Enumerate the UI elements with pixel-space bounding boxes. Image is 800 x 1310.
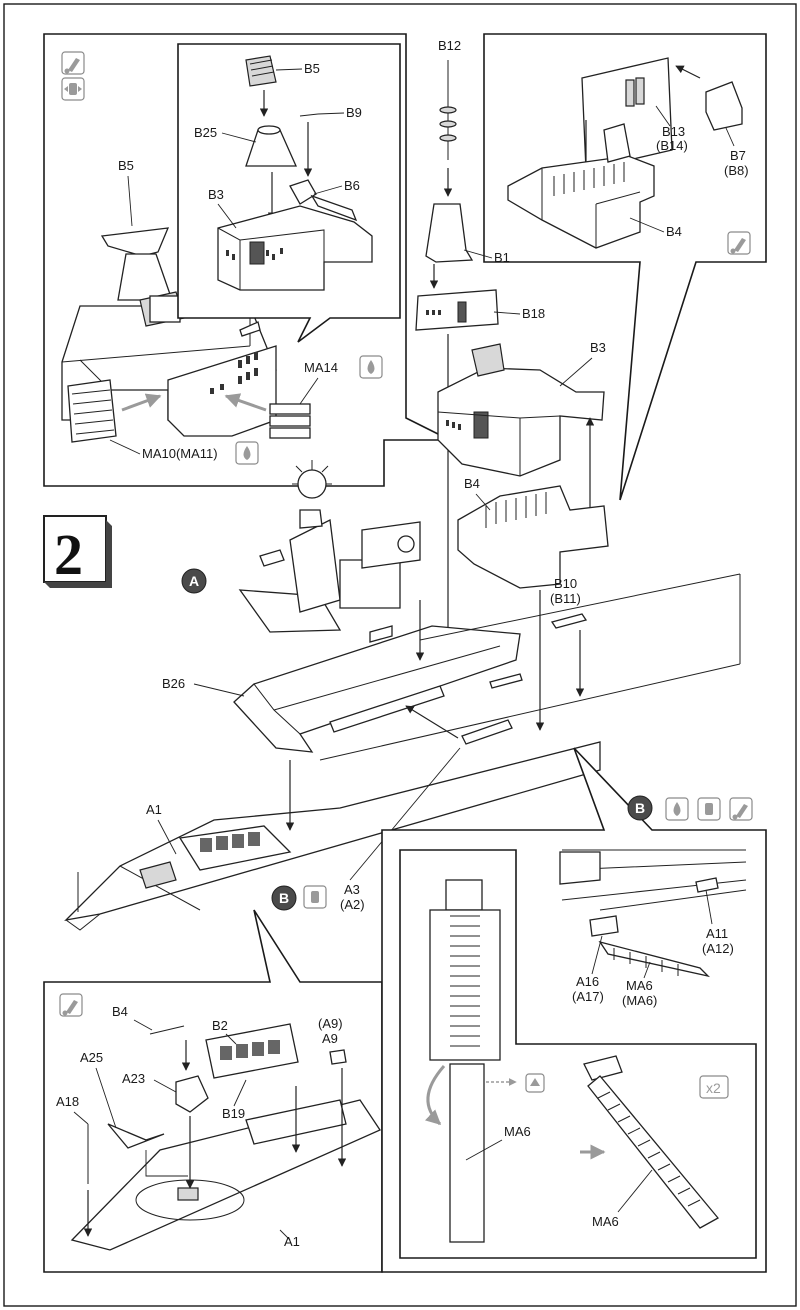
label-b19: B19 xyxy=(222,1106,245,1121)
marker-b-label-left: B xyxy=(279,890,289,906)
label-b3-center: B3 xyxy=(590,340,606,355)
part-labels: B5 B5 B25 B9 B6 B3 MA14 MA10(MA11) B12 B… xyxy=(56,38,749,1249)
label-b4-top: B4 xyxy=(666,224,682,239)
label-b5-top: B5 xyxy=(118,158,134,173)
label-ma6-fret: MA6 xyxy=(504,1124,531,1139)
glue-drop-icon xyxy=(665,797,689,821)
label-b3-inner: B3 xyxy=(208,187,224,202)
mast-assembly xyxy=(415,60,609,731)
ma14-plate-part xyxy=(269,403,311,439)
label-a17: (A17) xyxy=(572,989,604,1004)
label-a1-bottom: A1 xyxy=(284,1234,300,1249)
b26-hull-section xyxy=(233,573,741,761)
marker-b-circle-left: B xyxy=(271,885,297,911)
label-b7: B7 xyxy=(730,148,746,163)
label-ma14: MA14 xyxy=(304,360,338,375)
b3-superstructure-part xyxy=(437,343,605,477)
flip-view-icon xyxy=(697,797,721,821)
label-b4-center: B4 xyxy=(464,476,480,491)
callout-top-left xyxy=(43,33,451,487)
x2-label: x2 xyxy=(706,1080,721,1096)
paint-brush-icon xyxy=(61,51,85,75)
b12-mast-part xyxy=(439,60,457,160)
label-b13: B13 xyxy=(662,124,685,139)
ma10-grille-part xyxy=(67,379,117,443)
label-ma6-assembled: MA6 xyxy=(592,1214,619,1229)
b4-frame-part xyxy=(507,123,655,249)
b10-boat-part xyxy=(550,613,588,697)
subassembly-a: A xyxy=(181,460,421,633)
label-ma10: MA10(MA11) xyxy=(142,446,218,461)
b7-part xyxy=(705,81,743,131)
b5-radar-part xyxy=(245,55,277,87)
marker-b-circle-right: B xyxy=(627,795,653,821)
paint-brush-icon xyxy=(59,993,83,1017)
sheet-border xyxy=(3,3,797,1307)
label-b12: B12 xyxy=(438,38,461,53)
label-a9-alt: (A9) xyxy=(318,1016,343,1031)
label-a12: (A12) xyxy=(702,941,734,956)
b13-panel-part xyxy=(581,57,673,171)
label-b18: B18 xyxy=(522,306,545,321)
callout-bottom-right: B xyxy=(381,747,767,1273)
x2-icon: x2 xyxy=(699,1075,729,1099)
marker-b-label-right: B xyxy=(635,800,645,816)
label-a11: A11 xyxy=(706,926,728,941)
label-a25: A25 xyxy=(80,1050,103,1065)
flip-view-icon xyxy=(303,885,327,909)
label-a1-hull: A1 xyxy=(146,802,162,817)
label-ma6-top: MA6 xyxy=(626,978,653,993)
step-number-box: 2 xyxy=(43,515,112,588)
label-a18: A18 xyxy=(56,1094,79,1109)
label-b2: B2 xyxy=(212,1018,228,1033)
label-b1: B1 xyxy=(494,250,510,265)
glue-drop-icon xyxy=(235,441,259,465)
flip-view-icon xyxy=(61,77,85,101)
label-b5-inner: B5 xyxy=(304,61,320,76)
label-b6: B6 xyxy=(344,178,360,193)
a3-rail-part xyxy=(405,705,513,745)
marker-a-circle: A xyxy=(181,568,207,594)
b18-deckhouse-part xyxy=(415,289,499,331)
label-b4-bottom: B4 xyxy=(112,1004,128,1019)
label-b10: B10 xyxy=(554,576,577,591)
step-number: 2 xyxy=(54,522,83,587)
label-a3: A3 xyxy=(344,882,360,897)
label-a9: A9 xyxy=(322,1031,338,1046)
label-b11: (B11) xyxy=(550,591,581,606)
label-b26: B26 xyxy=(162,676,185,691)
glue-drop-icon xyxy=(359,355,383,379)
callout-bottom-left xyxy=(43,909,383,1273)
ma6-ladder-fret xyxy=(424,879,545,1243)
label-b9: B9 xyxy=(346,105,362,120)
label-a2: (A2) xyxy=(340,897,365,912)
b9-antenna-part xyxy=(299,113,319,177)
b25-mast-base-part xyxy=(245,125,298,167)
paint-brush-icon xyxy=(727,231,751,255)
b4-frame-part-lower xyxy=(457,485,609,589)
marker-a-label: A xyxy=(189,573,199,589)
b1-mast-base-part xyxy=(425,203,474,263)
label-b14: (B14) xyxy=(656,138,688,153)
callout-top-right xyxy=(483,33,767,501)
label-b25: B25 xyxy=(194,125,217,140)
label-ma6-alt: (MA6) xyxy=(622,993,657,1008)
label-b8: (B8) xyxy=(724,163,749,178)
ma6-ladder-assembled xyxy=(583,1055,720,1229)
label-a23: A23 xyxy=(122,1071,145,1086)
b3-housing-part xyxy=(217,179,373,291)
bridge-superstructure-drawing xyxy=(61,227,277,437)
paint-brush-icon xyxy=(729,797,753,821)
a1-hull xyxy=(64,741,601,931)
label-a16: A16 xyxy=(576,974,599,989)
